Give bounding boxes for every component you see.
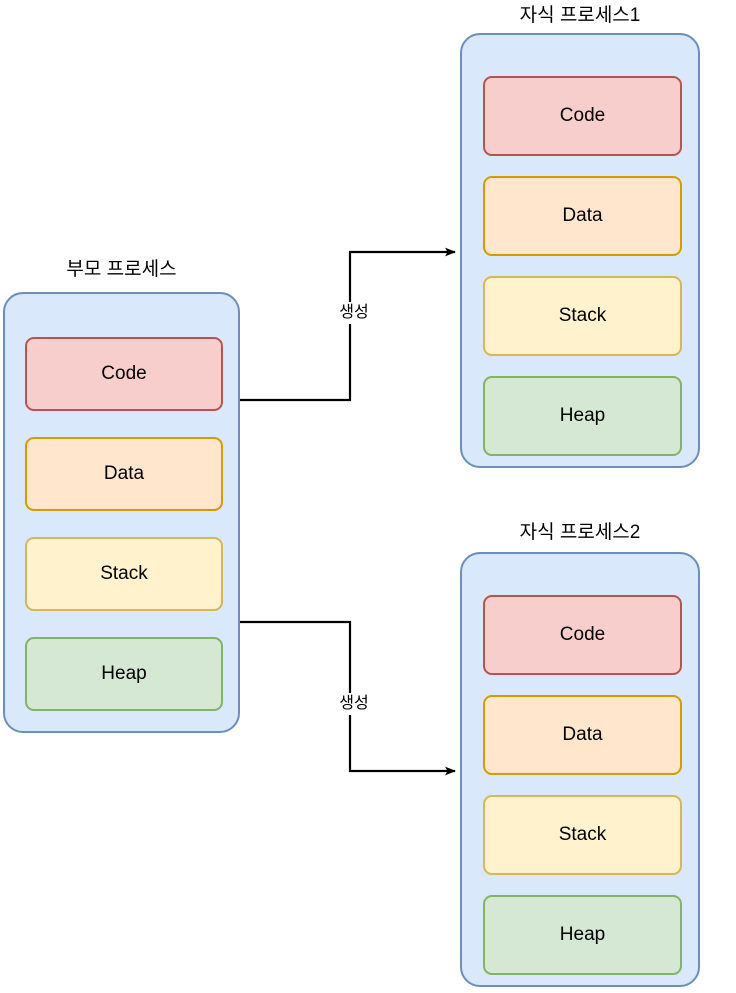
child1-segment-heap[interactable]: Heap xyxy=(483,376,682,456)
child2-segment-code[interactable]: Code xyxy=(483,595,682,675)
child2-segment-heap[interactable]: Heap xyxy=(483,895,682,975)
parent-segment-heap[interactable]: Heap xyxy=(25,637,223,711)
child2-segment-stack[interactable]: Stack xyxy=(483,795,682,875)
child1-segment-code[interactable]: Code xyxy=(483,76,682,156)
parent-segment-stack[interactable]: Stack xyxy=(25,537,223,611)
edge-parent-child1-path xyxy=(240,247,456,402)
child1-process-box[interactable]: Code Data Stack Heap xyxy=(460,33,700,468)
child2-process-box[interactable]: Code Data Stack Heap xyxy=(460,552,700,987)
parent-segment-code[interactable]: Code xyxy=(25,337,223,411)
parent-segment-data[interactable]: Data xyxy=(25,437,223,511)
child2-segment-data[interactable]: Data xyxy=(483,695,682,775)
child1-segment-stack[interactable]: Stack xyxy=(483,276,682,356)
child1-segment-data[interactable]: Data xyxy=(483,176,682,256)
parent-process-title: 부모 프로세스 xyxy=(66,259,177,280)
parent-process-box[interactable]: Code Data Stack Heap xyxy=(3,292,240,733)
edge-label-create-1: 생성 xyxy=(327,302,381,324)
edge-label-create-2: 생성 xyxy=(327,693,381,715)
child1-process-title: 자식 프로세스1 xyxy=(519,5,641,26)
child2-process-title: 자식 프로세스2 xyxy=(519,522,641,543)
